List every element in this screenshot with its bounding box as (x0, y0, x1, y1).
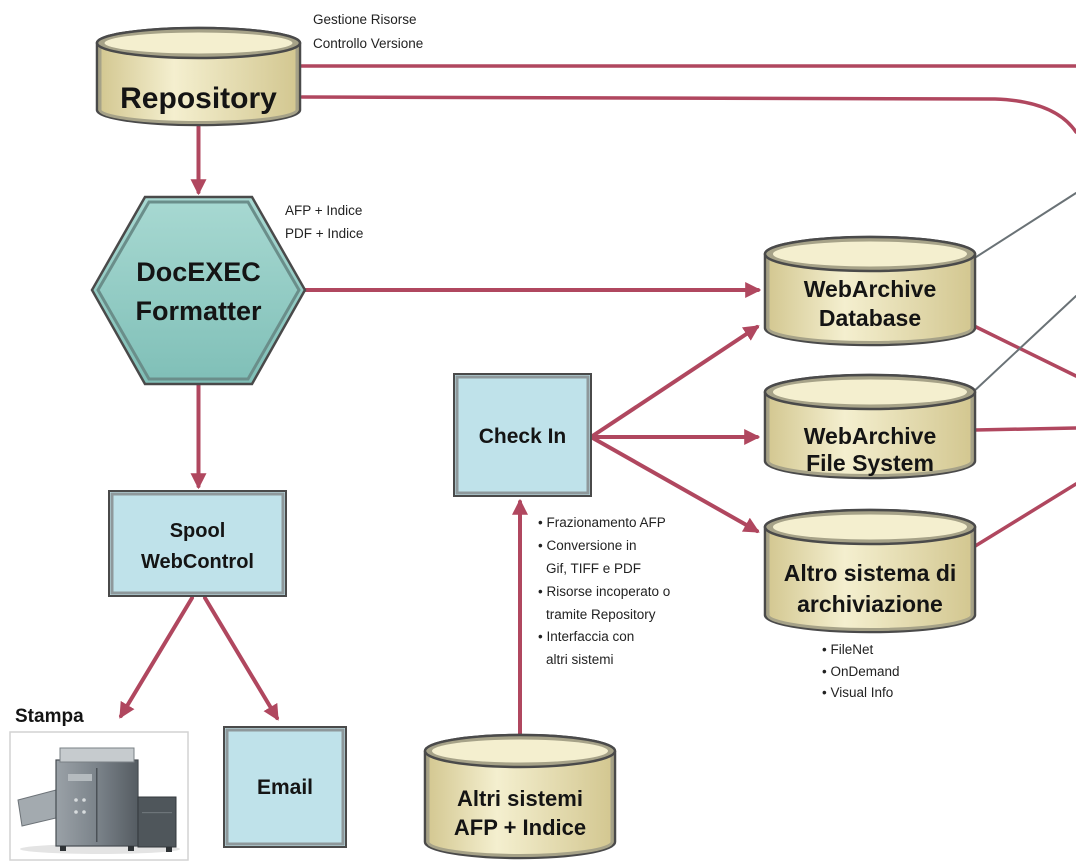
altro-sistema-node: Altro sistema di archiviazione (763, 508, 977, 634)
spool-label-line-2: WebControl (141, 551, 254, 573)
repository-body-rim (98, 45, 299, 124)
printer-door-line (96, 768, 98, 842)
printer-cabinet-line (142, 812, 172, 814)
link-webarchive-file-system-right (973, 426, 1076, 432)
formatter-hexagon (90, 195, 307, 386)
check-in-note-7: altri sistemi (546, 652, 614, 667)
link-webarchive-database-up (972, 192, 1076, 260)
printer-image (9, 731, 189, 861)
altro-sistema-note-2: • OnDemand (822, 664, 900, 679)
check-in-note-5: tramite Repository (546, 607, 656, 622)
formatter-label-line-1: DocEXEC (136, 257, 261, 287)
webarchive-database-body-rim (766, 256, 974, 344)
printer-foot-left (60, 846, 66, 851)
printer-foot-right (128, 846, 134, 851)
formatter-label-line-2: Formatter (135, 296, 262, 326)
check-in-box (453, 373, 592, 497)
arrow-spool-to-stampa (119, 596, 194, 719)
printer-side-cabinet (137, 796, 177, 848)
altri-sistemi-top (432, 739, 608, 763)
check-in-box-rim (455, 375, 590, 495)
spool-box (108, 490, 287, 597)
webarchive-database-label-line-2: Database (819, 305, 921, 331)
webarchive-database-node: WebArchive Database (763, 235, 977, 347)
printer-scanner (59, 747, 135, 763)
spool-node: Spool WebControl (108, 490, 287, 597)
email-label: Email (257, 776, 313, 799)
link-webarchive-database-right (966, 321, 1076, 378)
altro-sistema-note-1: • FileNet (822, 642, 873, 657)
webarchive-file-system-top (773, 379, 967, 405)
webarchive-file-system-body-rim (766, 394, 974, 477)
formatter-note-1: AFP + Indice (285, 203, 362, 218)
link-altro-sistema-right (970, 482, 1076, 550)
webarchive-database-top (773, 241, 967, 267)
check-in-note-4: • Risorse incoperato o (538, 584, 670, 599)
check-in-label: Check In (479, 425, 567, 448)
check-in-note-3: Gif, TIFF e PDF (546, 561, 641, 576)
check-in-note-1: • Frazionamento AFP (538, 515, 666, 530)
printer-indicator-2 (82, 798, 86, 802)
stampa-label: Stampa (15, 706, 84, 727)
email-box (223, 726, 347, 848)
check-in-note-2: • Conversione in (538, 538, 637, 553)
webarchive-file-system-label-line-1: WebArchive (804, 423, 937, 449)
repository-top (104, 32, 293, 54)
arrow-check-in-to-webarchive-database (589, 325, 760, 439)
formatter-node: DocEXEC Formatter (90, 195, 307, 386)
altri-sistemi-label-line-1: Altri sistemi (457, 786, 583, 811)
repository-note-1: Gestione Risorse (313, 12, 417, 27)
altri-sistemi-body-rim (426, 753, 614, 857)
webarchive-file-system-label-line-2: File System (806, 450, 934, 476)
formatter-note-2: PDF + Indice (285, 226, 363, 241)
repository-label: Repository (120, 82, 277, 115)
link-webarchive-file-system-up (970, 295, 1076, 395)
altro-sistema-top (773, 514, 967, 540)
email-box-rim (225, 728, 345, 846)
printer-panel (68, 774, 92, 781)
webarchive-file-system-node: WebArchive File System (763, 373, 977, 480)
formatter-hexagon-rim (96, 200, 301, 381)
check-in-note-6: • Interfaccia con (538, 629, 634, 644)
printer-foot-cabinet (166, 847, 172, 852)
printer-indicator-4 (82, 810, 86, 814)
link-repository-bottom (300, 95, 1076, 134)
altri-sistemi-node: Altri sistemi AFP + Indice (423, 733, 617, 860)
check-in-notes: • Frazionamento AFP • Conversione in Gif… (538, 515, 670, 667)
arrow-check-in-to-altro-sistema (589, 435, 760, 533)
email-node: Email (223, 726, 347, 848)
check-in-node: Check In (453, 373, 592, 497)
altro-sistema-body-rim (766, 529, 974, 631)
repository-node: Repository (95, 26, 302, 127)
repository-note-2: Controllo Versione (313, 36, 423, 51)
altro-sistema-label-line-1: Altro sistema di (784, 560, 957, 586)
spool-label-line-1: Spool (170, 520, 226, 542)
webarchive-database-label-line-1: WebArchive (804, 276, 937, 302)
altro-sistema-notes: • FileNet • OnDemand • Visual Info (822, 642, 900, 700)
altro-sistema-label-line-2: archiviazione (797, 591, 943, 617)
printer-indicator-1 (74, 798, 78, 802)
altro-sistema-note-3: • Visual Info (822, 685, 893, 700)
spool-box-rim (110, 492, 285, 595)
arrow-spool-to-email (203, 596, 279, 721)
printer-indicator-3 (74, 810, 78, 814)
altri-sistemi-label-line-2: AFP + Indice (454, 815, 586, 840)
